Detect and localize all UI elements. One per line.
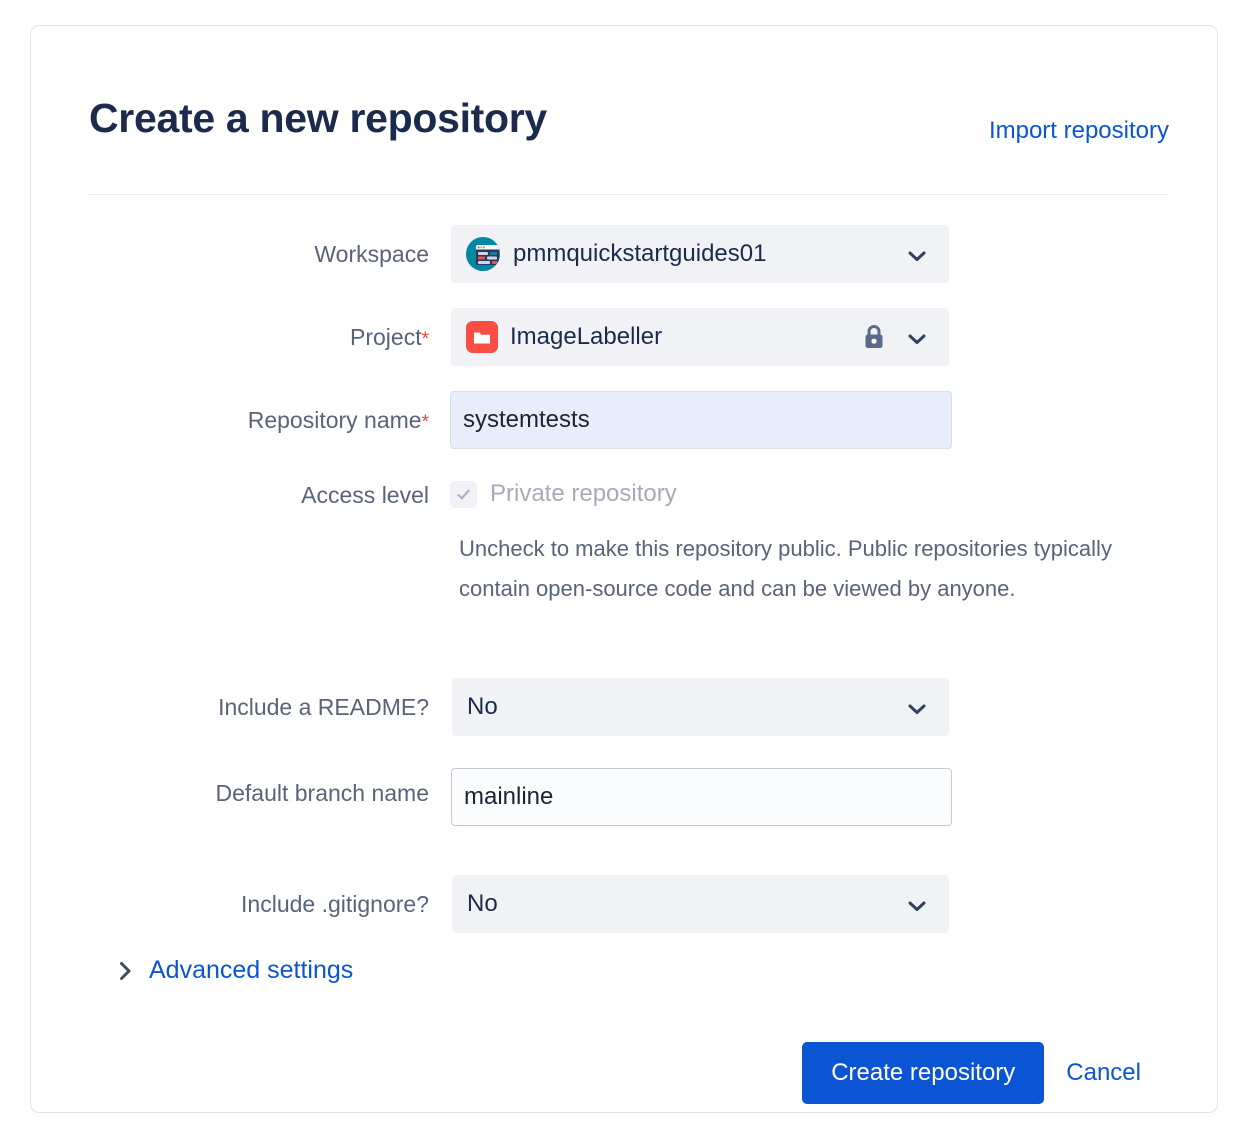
create-repository-button[interactable]: Create repository bbox=[802, 1042, 1045, 1104]
project-label: Project* bbox=[9, 322, 429, 355]
include-gitignore-value: No bbox=[467, 890, 498, 917]
page-title: Create a new repository bbox=[89, 95, 547, 141]
project-select[interactable]: ImageLabeller bbox=[451, 308, 949, 366]
default-branch-wrap: mainline bbox=[451, 768, 952, 826]
repository-name-wrap: systemtests bbox=[450, 391, 952, 449]
chevron-down-icon bbox=[908, 332, 926, 344]
form-row-access-help: Uncheck to make this repository public. … bbox=[31, 529, 1219, 649]
repository-name-input[interactable]: systemtests bbox=[450, 391, 952, 449]
workspace-value: pmmquickstartguides01 bbox=[513, 240, 767, 267]
access-level-label: Access level bbox=[301, 482, 429, 508]
card-header: Create a new repository Import repositor… bbox=[89, 85, 1169, 195]
include-readme-value: No bbox=[467, 693, 498, 720]
advanced-settings-toggle[interactable]: Advanced settings bbox=[119, 956, 353, 985]
include-gitignore-select-wrap: No bbox=[452, 875, 949, 933]
workspace-label: Workspace bbox=[314, 241, 429, 267]
chevron-down-icon bbox=[908, 899, 926, 911]
lock-icon bbox=[862, 323, 886, 351]
private-repository-label: Private repository bbox=[490, 480, 677, 507]
include-readme-select-wrap: No bbox=[452, 678, 949, 736]
workspace-select-wrap: pmmquickstartguides01 bbox=[451, 225, 949, 283]
form-row-include-gitignore: Include .gitignore? No bbox=[31, 875, 1219, 933]
default-branch-label: Default branch name bbox=[215, 780, 429, 806]
private-repository-checkbox-row[interactable]: Private repository bbox=[450, 479, 677, 509]
default-branch-input[interactable]: mainline bbox=[451, 768, 952, 826]
form-row-advanced-settings: Advanced settings bbox=[31, 956, 1219, 990]
chevron-down-icon bbox=[908, 249, 926, 261]
repository-name-label-text: Repository name bbox=[247, 407, 422, 433]
access-level-help-text: Uncheck to make this repository public. … bbox=[459, 536, 1112, 601]
include-readme-label: Include a README? bbox=[218, 694, 429, 720]
form-row-include-readme: Include a README? No bbox=[31, 678, 1219, 736]
required-asterisk: * bbox=[421, 329, 429, 350]
private-repository-checkbox bbox=[450, 480, 477, 508]
form-actions: Create repository Cancel bbox=[802, 1042, 1141, 1104]
project-value: ImageLabeller bbox=[510, 323, 663, 350]
include-gitignore-select[interactable]: No bbox=[452, 875, 949, 933]
form-row-default-branch: Default branch name mainline bbox=[31, 768, 1219, 828]
workspace-avatar-icon bbox=[466, 237, 500, 271]
required-asterisk: * bbox=[421, 412, 429, 433]
form-row-workspace: Workspace bbox=[31, 225, 1219, 283]
include-gitignore-label: Include .gitignore? bbox=[241, 891, 429, 917]
form-row-actions: Create repository Cancel bbox=[31, 1042, 1219, 1104]
repository-form: Workspace bbox=[31, 225, 1219, 1104]
create-repository-card: Create a new repository Import repositor… bbox=[30, 25, 1218, 1113]
project-folder-icon bbox=[466, 321, 498, 353]
cancel-button[interactable]: Cancel bbox=[1066, 1059, 1141, 1086]
include-readme-select[interactable]: No bbox=[452, 678, 949, 736]
repository-name-label: Repository name* bbox=[9, 405, 429, 438]
form-row-project: Project* ImageLabeller bbox=[31, 308, 1219, 366]
form-row-access-level: Access level Private repository bbox=[31, 480, 1219, 510]
advanced-settings-label: Advanced settings bbox=[149, 956, 354, 984]
form-row-repository-name: Repository name* systemtests bbox=[31, 391, 1219, 449]
project-label-text: Project bbox=[350, 324, 422, 350]
chevron-right-icon bbox=[119, 961, 132, 981]
import-repository-link[interactable]: Import repository bbox=[988, 117, 1169, 144]
workspace-select[interactable]: pmmquickstartguides01 bbox=[451, 225, 949, 283]
chevron-down-icon bbox=[908, 702, 926, 714]
project-select-wrap: ImageLabeller bbox=[451, 308, 949, 366]
